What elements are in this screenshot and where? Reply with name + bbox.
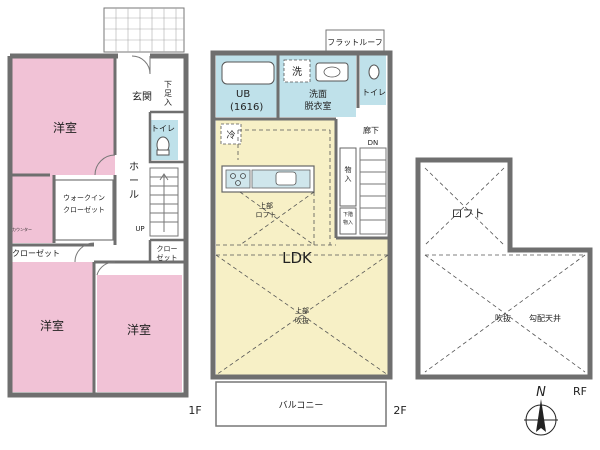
loft-overhead-outline [216, 129, 336, 246]
bathtub [221, 61, 275, 85]
balcony [215, 381, 387, 427]
bedroom-bl-label: 洋室 [40, 318, 64, 333]
compass-north-label: N [536, 385, 546, 400]
loft-above-label-2: ロフト [256, 211, 277, 219]
washer-label: 洗 [292, 66, 302, 78]
walls-rf-outer [415, 157, 593, 380]
walkin-closet [54, 179, 114, 241]
stairs-1f [149, 167, 179, 237]
svg-text:足: 足 [164, 89, 172, 98]
walkin-label-2: クローゼット [63, 205, 105, 214]
svg-text:物: 物 [345, 165, 352, 174]
fukinuke-rf-diagonals [424, 254, 586, 373]
entrance-door [131, 55, 151, 75]
senmen-label-1: 洗面 [309, 88, 327, 100]
bedroom-br-label: 洋室 [127, 322, 151, 337]
floor-2f: フラットルーフ [210, 29, 407, 427]
floor-rf-label: RF [573, 385, 587, 398]
walls-1f-inner [10, 56, 186, 395]
toilet-1f-fixture [156, 136, 170, 156]
walls-1f-closet [148, 238, 186, 262]
senmen-label-2: 脱衣室 [304, 100, 331, 112]
walls-1f-toilet [148, 110, 186, 164]
closet-right-label-2: ゼット [157, 253, 178, 262]
loft-above-label-1: 上部 [259, 201, 273, 210]
svg-text:入: 入 [164, 98, 172, 107]
fukinuke-above-label-1: 上部 [295, 306, 309, 315]
flat-roof-label: フラットルーフ [327, 38, 383, 47]
counter-label: カウンター [12, 226, 32, 232]
fridge-space [220, 123, 242, 145]
washer-space [283, 59, 311, 83]
svg-text:下階: 下階 [343, 211, 353, 218]
entrance-porch [103, 7, 185, 53]
sink [275, 171, 297, 186]
bedroom-bottom-left-fill [12, 262, 94, 392]
roka-label: 廊下 [363, 125, 379, 135]
compass-icon: N [524, 385, 558, 436]
loft-rf-diagonals [424, 167, 505, 246]
walkin-label-1: ウォークイン [63, 194, 105, 202]
toilet-2f-fixture [368, 64, 380, 80]
fridge-label: 冷 [226, 129, 235, 141]
bedroom-top-door [94, 154, 116, 176]
bedroom-top-fill [12, 58, 115, 175]
svg-text:下: 下 [164, 80, 172, 89]
closet-left-label: クローゼット [12, 248, 60, 258]
fukinuke-rf-label: 吹抜 [495, 313, 511, 323]
floor-1f-label: 1F [188, 404, 201, 417]
monoire-label: 物 入 [345, 165, 352, 183]
shita-ashi-label: 下 足 入 [164, 80, 172, 107]
ldk-label: LDK [282, 249, 313, 267]
shita-monoire-label: 下階 物入 [343, 211, 353, 226]
toilet-1f-label: トイレ [151, 124, 175, 133]
floor-rf: ロフト 吹抜 勾配天井 RF [415, 157, 593, 398]
svg-text:ー: ー [129, 176, 139, 187]
toilet-2f-fill [360, 55, 386, 105]
lower-storage [339, 207, 357, 235]
hall-label: ホ ー ル [129, 161, 139, 201]
bedroom-top-left-strip [12, 175, 54, 243]
svg-text:ル: ル [129, 190, 139, 201]
bedroom-bl-door [74, 242, 95, 263]
loft-diagonals [239, 191, 315, 246]
floor-2f-label: 2F [393, 404, 406, 417]
floor-1f: 洋室 玄関 下 足 入 トイレ ホ ー ル UP ウォークイン クローゼット カ… [7, 7, 202, 417]
svg-text:入: 入 [345, 175, 352, 183]
genkan-label: 玄関 [132, 90, 152, 103]
svg-text:物入: 物入 [343, 219, 353, 226]
koubai-label: 勾配天井 [529, 313, 561, 323]
fukinuke-diagonals [215, 254, 389, 376]
walls-1f-outer [7, 53, 189, 398]
loft-rf-label: ロフト [452, 207, 485, 220]
closet-right-label-1: クロー [157, 245, 178, 253]
ub-label: UB [236, 89, 250, 100]
ub-size-label: (1616) [230, 102, 263, 113]
toilet-2f-label: トイレ [362, 88, 386, 97]
dn-label: DN [368, 139, 379, 147]
up-label: UP [135, 225, 144, 233]
fukinuke-above-label-2: 吹抜 [295, 316, 309, 325]
walls-2f-inner [213, 53, 390, 240]
porch-tiles [104, 8, 184, 52]
storage-2f [339, 147, 357, 207]
stairs-2f [359, 147, 387, 235]
walls-2f-outer [210, 50, 393, 380]
bedroom-bottom-right-fill [97, 275, 182, 392]
bedroom-top-label: 洋室 [53, 120, 77, 135]
bedroom-br-door [96, 261, 116, 276]
svg-text:ホ: ホ [129, 161, 139, 173]
stove [225, 169, 251, 189]
balcony-label: バルコニー [279, 400, 324, 411]
walls-1f-wic [10, 173, 56, 243]
